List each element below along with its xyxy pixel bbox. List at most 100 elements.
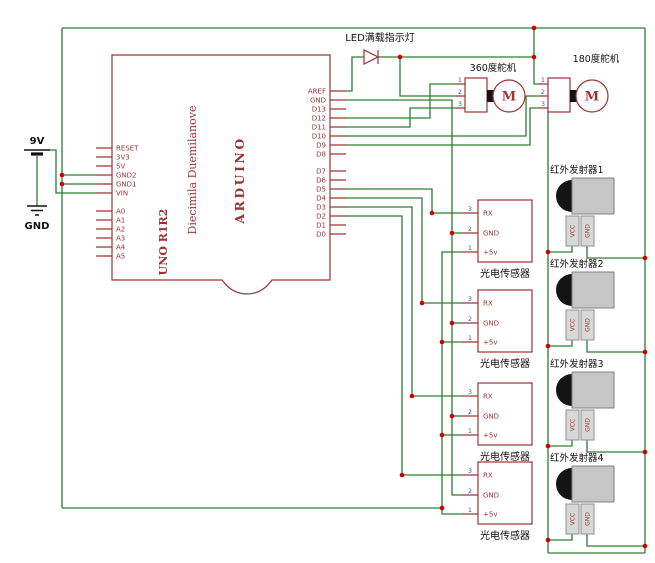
junction-dot [531, 25, 537, 31]
photo-sensor-2-pin-number-1: 1 [468, 334, 472, 342]
pin-label-d9: D9 [316, 142, 326, 150]
wire-ir2-vcc [548, 340, 573, 347]
ir-emitter-3-vcc-label: VCC [570, 419, 577, 431]
arduino-name-arduino: ARDUINO [232, 136, 247, 225]
ir-emitter-2-body [571, 271, 615, 309]
junction-dot [545, 249, 551, 255]
photo-sensor-3-pin-number-3: 3 [468, 388, 472, 396]
led-diode-triangle [363, 49, 380, 65]
servo-360: 360度舵机 1 2 3 M [455, 62, 526, 113]
servo-180-label: 180度舵机 [573, 53, 620, 65]
arduino-left-pin-stubs [96, 147, 112, 257]
junction-dot [642, 543, 648, 549]
pin-label-d3: D3 [316, 204, 326, 212]
wire-ir4-vcc [548, 534, 573, 541]
pin-label-3v3: 3V3 [116, 154, 130, 162]
ir-emitter-4-body [571, 465, 615, 503]
servo-360-pin-number-1: 1 [458, 76, 462, 84]
photo-sensor-4-pin-rx: RX [483, 472, 493, 480]
photo-sensor-4-label: 光电传感器 [480, 529, 530, 542]
wire-ir4-gnd [586, 534, 645, 547]
servo-180-shaft [570, 90, 578, 102]
junction-dot [545, 343, 551, 349]
ir-emitter-3-gnd-tag [580, 409, 595, 441]
servo-180-pin-stubs [538, 83, 548, 109]
photo-sensor-4-pin-stubs [462, 474, 478, 515]
pin-label-a2: A2 [116, 226, 125, 234]
wire-servo180-pin2-d10 [346, 95, 538, 137]
wire-gnd-bus [346, 99, 462, 496]
servo-180-connector [547, 77, 571, 113]
junction-dot [545, 443, 551, 449]
junction-dot [59, 181, 65, 187]
servo-360-label: 360度舵机 [470, 62, 517, 74]
ir-emitter-4: 红外发射器4 VCC GND [550, 452, 615, 535]
servo-360-pin-stubs [455, 83, 465, 109]
ir-emitter-1-gnd-tag [580, 215, 595, 247]
wire-sensor4-rx-d2 [346, 215, 462, 476]
junction-dot [642, 349, 648, 355]
ir-emitter-2-gnd-tag [580, 309, 595, 341]
photo-sensor-3-body [477, 382, 533, 446]
pin-label-gnd1: GND1 [116, 181, 137, 189]
arduino-right-pin-stubs [330, 90, 346, 235]
photo-sensor-3-pin-rx: RX [483, 393, 493, 401]
wire-vin-battery [50, 149, 96, 194]
wire-ir3-gnd [586, 440, 645, 453]
pin-label-a0: A0 [116, 208, 125, 216]
ir-emitter-3-gnd-label: GND [585, 418, 592, 432]
photo-sensor-4-pin-5v: +5v [483, 511, 497, 519]
photo-sensor-3-pin-number-1: 1 [468, 427, 472, 435]
ir-emitter-1-vcc-tag [565, 215, 580, 247]
photo-sensor-3-pin-gnd: GND [483, 413, 499, 421]
wire-ir1-gnd [586, 246, 645, 259]
wire-sensor1-rx-d5 [346, 188, 462, 214]
junction-dot [439, 339, 445, 345]
arduino-name-uno: UNO R1R2 [157, 209, 170, 276]
wire-ir2-gnd [586, 340, 645, 353]
servo-360-pin-number-3: 3 [458, 100, 462, 108]
servo-360-shaft [487, 90, 495, 102]
junction-dot [409, 393, 415, 399]
ir-emitter-1-label: 红外发射器1 [550, 164, 604, 176]
photo-sensor-4: 3 2 1 RX GND +5v 光电传感器 [462, 461, 533, 542]
power-source: 9V GND [24, 136, 50, 232]
wire-servo180-pin3-d9 [346, 107, 538, 146]
photo-sensor-1-label: 光电传感器 [480, 267, 530, 280]
junction-dot [531, 54, 537, 60]
photo-sensor-2-pin-5v: +5v [483, 339, 497, 347]
photo-sensor-1-pin-stubs [462, 212, 478, 253]
photo-sensor-2-pin-gnd: GND [483, 320, 499, 328]
junction-dot [439, 505, 445, 511]
battery-voltage-label: 9V [30, 136, 45, 147]
pin-label-d1: D1 [316, 222, 326, 230]
ir-emitter-3-label: 红外发射器3 [550, 358, 604, 370]
photo-sensor-4-body [477, 461, 533, 525]
wire-sensor2-rx-d4 [346, 197, 462, 304]
photo-sensor-1-pin-number-2: 2 [468, 225, 472, 233]
wires [36, 27, 646, 554]
pin-label-aref: AREF [308, 88, 326, 96]
servo-180-motor-circle [575, 79, 609, 113]
led-label: LED满载指示灯 [345, 31, 415, 44]
pin-label-reset: RESET [116, 145, 139, 153]
ir-emitter-2-gnd-label: GND [585, 318, 592, 332]
junction-dot [419, 300, 425, 306]
photo-sensor-4-pin-gnd: GND [483, 492, 499, 500]
photo-sensor-3-pin-number-2: 2 [468, 408, 472, 416]
pin-label-d10: D10 [312, 133, 326, 141]
junction-dot [642, 255, 648, 261]
junction-dot [449, 230, 455, 236]
ir-emitter-4-label: 红外发射器4 [550, 452, 604, 464]
photo-sensor-3-pin-5v: +5v [483, 432, 497, 440]
ir-emitter-4-gnd-label: GND [585, 512, 592, 526]
pin-label-d6: D6 [316, 177, 326, 185]
pin-label-a4: A4 [116, 244, 126, 252]
wire-led-branch-servo360 [399, 57, 455, 97]
photo-sensor-1-pin-rx: RX [483, 210, 493, 218]
ir-emitter-2-vcc-tag [565, 309, 580, 341]
junction-dot [397, 54, 403, 60]
photo-sensor-2-pin-stubs [462, 302, 478, 343]
